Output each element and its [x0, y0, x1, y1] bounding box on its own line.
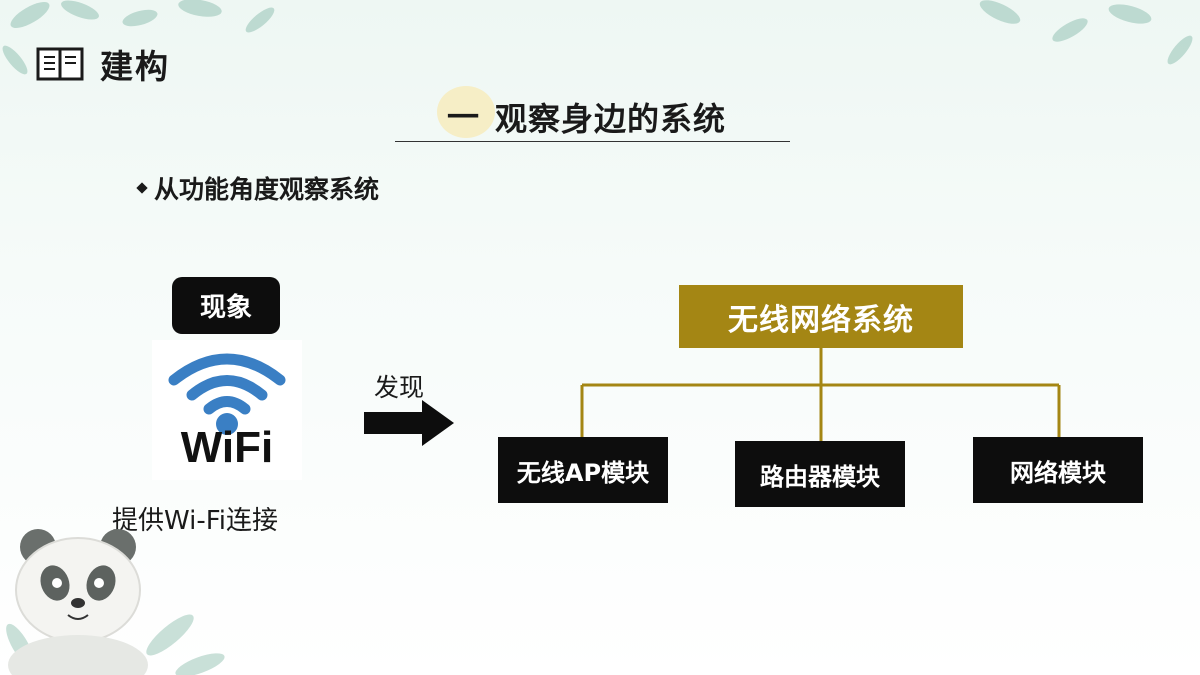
section-number-circle	[437, 86, 495, 138]
slide-header: 建构	[36, 40, 170, 88]
tree-node-router: 路由器模块	[735, 441, 905, 507]
wifi-logo-text: WiFi	[181, 423, 273, 472]
tree-root-node: 无线网络系统	[679, 285, 963, 348]
bullet-text: 从功能角度观察系统	[154, 175, 380, 204]
leaf-decoration-top-left	[2, 0, 275, 75]
tree-node-network: 网络模块	[973, 437, 1143, 503]
section-title: 一 观察身边的系统	[395, 84, 790, 142]
wifi-logo-image: WiFi	[152, 340, 302, 480]
phenomenon-caption: 提供Wi-Fi连接	[112, 506, 279, 536]
leaf-decoration-top-right	[979, 0, 1193, 65]
arrow-label: 发现	[374, 373, 425, 402]
right-arrow-icon	[364, 400, 454, 446]
wifi-icon: WiFi	[168, 353, 286, 472]
book-icon	[36, 47, 84, 81]
phenomenon-label: 现象	[172, 277, 280, 334]
bullet-point: 从功能角度观察系统	[136, 170, 380, 206]
header-title: 建构	[100, 47, 170, 86]
tree-node-wireless-ap: 无线AP模块	[498, 437, 668, 503]
section-title-text: 观察身边的系统	[495, 100, 727, 138]
panda-illustration	[6, 529, 225, 675]
section-number: 一	[447, 98, 480, 136]
